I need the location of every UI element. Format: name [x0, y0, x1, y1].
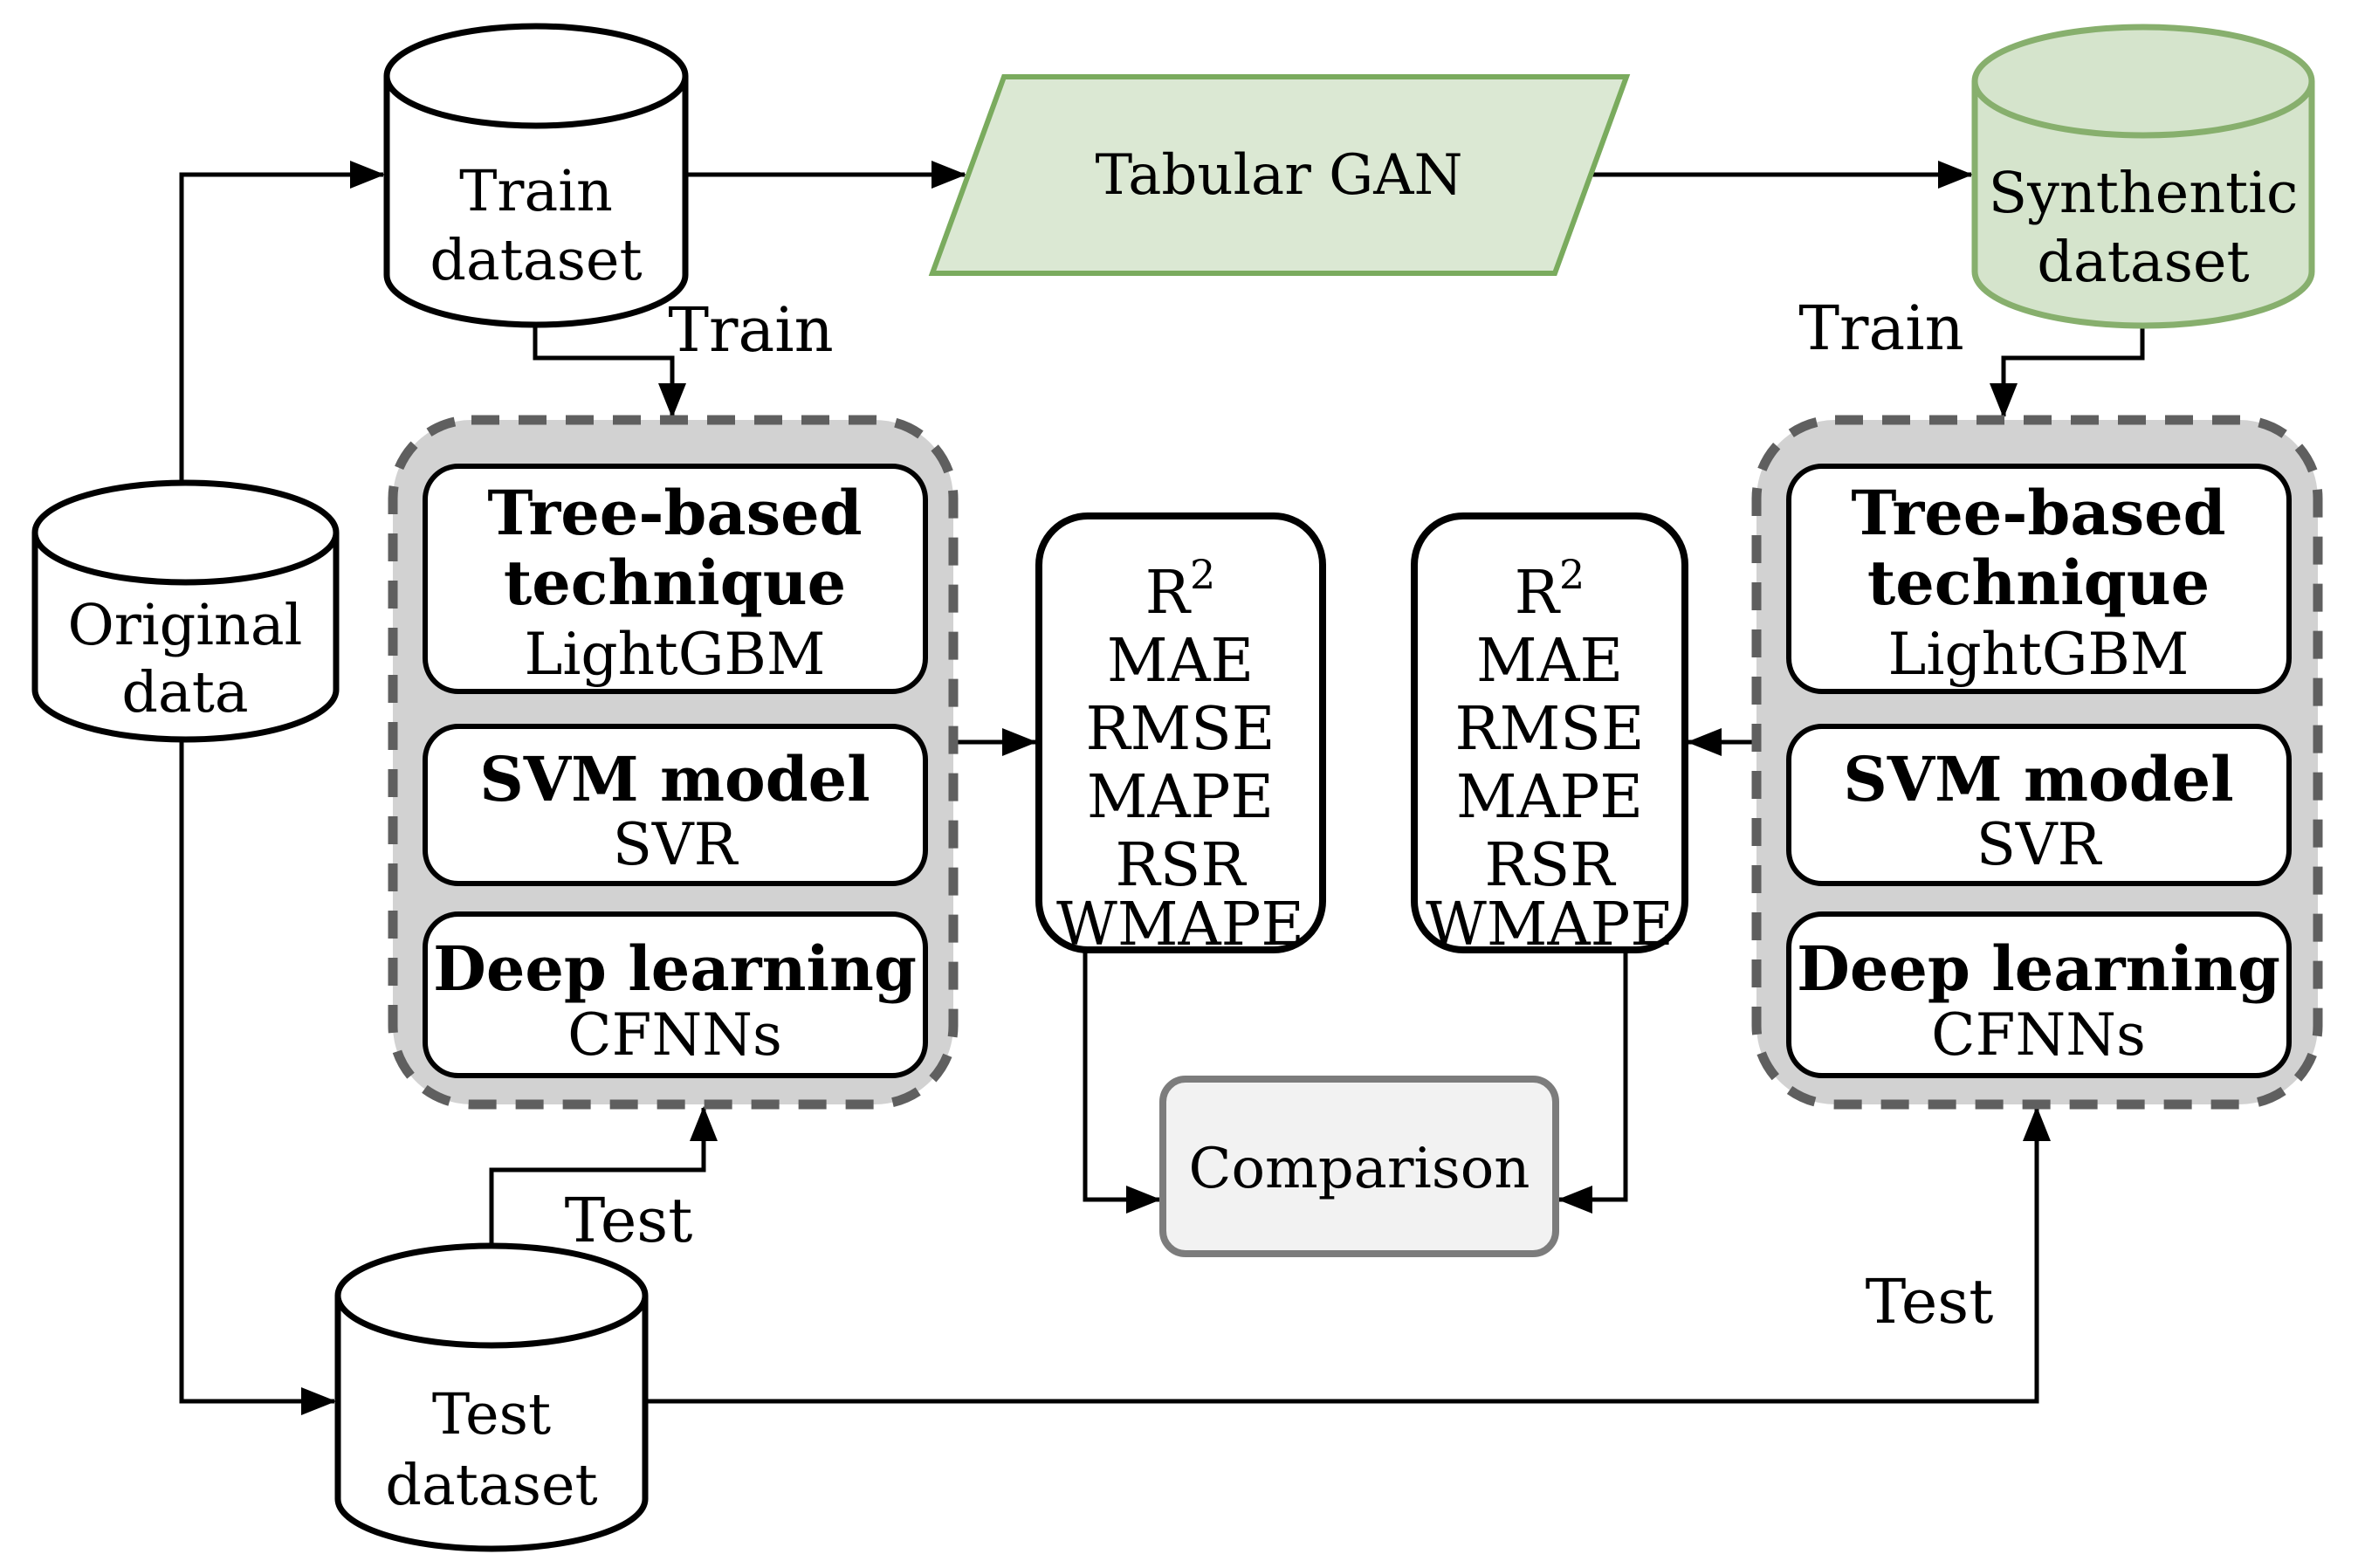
label-test-right: Test [1866, 1266, 1994, 1338]
metric-mae: MAE [1476, 627, 1623, 696]
synthetic-dataset-cylinder: Synthentic dataset [1971, 24, 2315, 329]
svm-subtitle: SVR [1976, 811, 2103, 878]
metric-r2-sup: 2 [1190, 551, 1215, 598]
edge-right-metrics-to-comparison [1557, 950, 1628, 1214]
tree-based-subtitle: LightGBM [1887, 621, 2189, 688]
edge-original-to-train [179, 161, 385, 483]
deep-learning-subtitle: CFNNs [1931, 1001, 2146, 1069]
tree-based-title-2: technique [504, 547, 846, 619]
metric-r2: R2 [1145, 551, 1215, 628]
svm-title: SVM model [1843, 743, 2234, 815]
test-dataset-label-1: Test [432, 1382, 551, 1448]
metric-wmape: WMAPE [1426, 891, 1674, 959]
svm-subtitle: SVR [613, 811, 739, 878]
metric-rmse: RMSE [1454, 695, 1644, 764]
edge-left-metrics-to-comparison [1083, 950, 1161, 1214]
edges [179, 161, 2145, 1415]
tabular-gan-label: Tabular GAN [1096, 143, 1463, 208]
right-tree-based-box: Tree-based technique LightGBM [1786, 464, 2292, 694]
left-tree-based-box: Tree-based technique LightGBM [423, 464, 928, 694]
label-train-left: Train [668, 294, 833, 366]
metric-rsr: RSR [1116, 831, 1248, 900]
edge-test-to-left-group [489, 1106, 718, 1246]
original-data-label-2: data [121, 660, 248, 726]
train-dataset-label-2: dataset [430, 228, 642, 293]
metric-mae: MAE [1107, 627, 1254, 696]
metric-r2-sup: 2 [1559, 551, 1585, 598]
edge-synthetic-to-right-group [1990, 326, 2145, 418]
tree-based-subtitle: LightGBM [524, 621, 825, 688]
left-metrics-box: R2 MAE RMSE MAPE RSR WMAPE [1035, 512, 1326, 959]
edge-test-to-right-group [645, 1106, 2051, 1404]
deep-learning-title: Deep learning [1797, 932, 2280, 1005]
train-dataset-label-1: Train [459, 159, 613, 224]
tree-based-title-1: Tree-based [1851, 477, 2225, 549]
edge-original-to-test [179, 739, 336, 1415]
edge-train-to-left-group [533, 325, 686, 418]
metric-rmse: RMSE [1085, 695, 1275, 764]
right-metrics-box: R2 MAE RMSE MAPE RSR WMAPE [1411, 512, 1688, 959]
tabular-gan-parallelogram: Tabular GAN [928, 74, 1631, 276]
right-model-group: Tree-based technique LightGBM SVM model … [1751, 415, 2323, 1110]
edge-labels: Train Train Test Test [565, 292, 1994, 1338]
label-train-right: Train [1798, 292, 1963, 364]
comparison-label: Comparison [1189, 1137, 1530, 1201]
test-dataset-cylinder: Test dataset [334, 1242, 649, 1552]
left-deep-learning-box: Deep learning CFNNs [423, 911, 928, 1078]
tree-based-title-1: Tree-based [487, 477, 862, 549]
comparison-box: Comparison [1159, 1076, 1559, 1257]
metric-r2-base: R [1145, 559, 1192, 628]
original-data-label-1: Original [68, 593, 303, 658]
original-data-cylinder: Original data [31, 479, 340, 743]
metric-mape: MAPE [1456, 763, 1643, 832]
synthetic-dataset-label-2: dataset [2037, 230, 2249, 295]
deep-learning-subtitle: CFNNs [567, 1001, 782, 1069]
left-model-group: Tree-based technique LightGBM SVM model … [388, 415, 959, 1110]
svm-title: SVM model [479, 743, 870, 815]
tree-based-title-2: technique [1867, 547, 2210, 619]
train-dataset-cylinder: Train dataset [383, 23, 689, 328]
metric-rsr: RSR [1485, 831, 1617, 900]
label-test-left: Test [565, 1185, 693, 1256]
right-deep-learning-box: Deep learning CFNNs [1786, 911, 2292, 1078]
right-svm-box: SVM model SVR [1786, 724, 2292, 886]
metric-r2: R2 [1515, 551, 1585, 628]
test-dataset-label-2: dataset [385, 1453, 597, 1518]
metric-wmape: WMAPE [1056, 891, 1304, 959]
metric-r2-base: R [1515, 559, 1561, 628]
deep-learning-title: Deep learning [433, 932, 917, 1005]
left-svm-box: SVM model SVR [423, 724, 928, 886]
metric-mape: MAPE [1087, 763, 1274, 832]
synthetic-dataset-label-1: Synthentic [1989, 161, 2299, 226]
